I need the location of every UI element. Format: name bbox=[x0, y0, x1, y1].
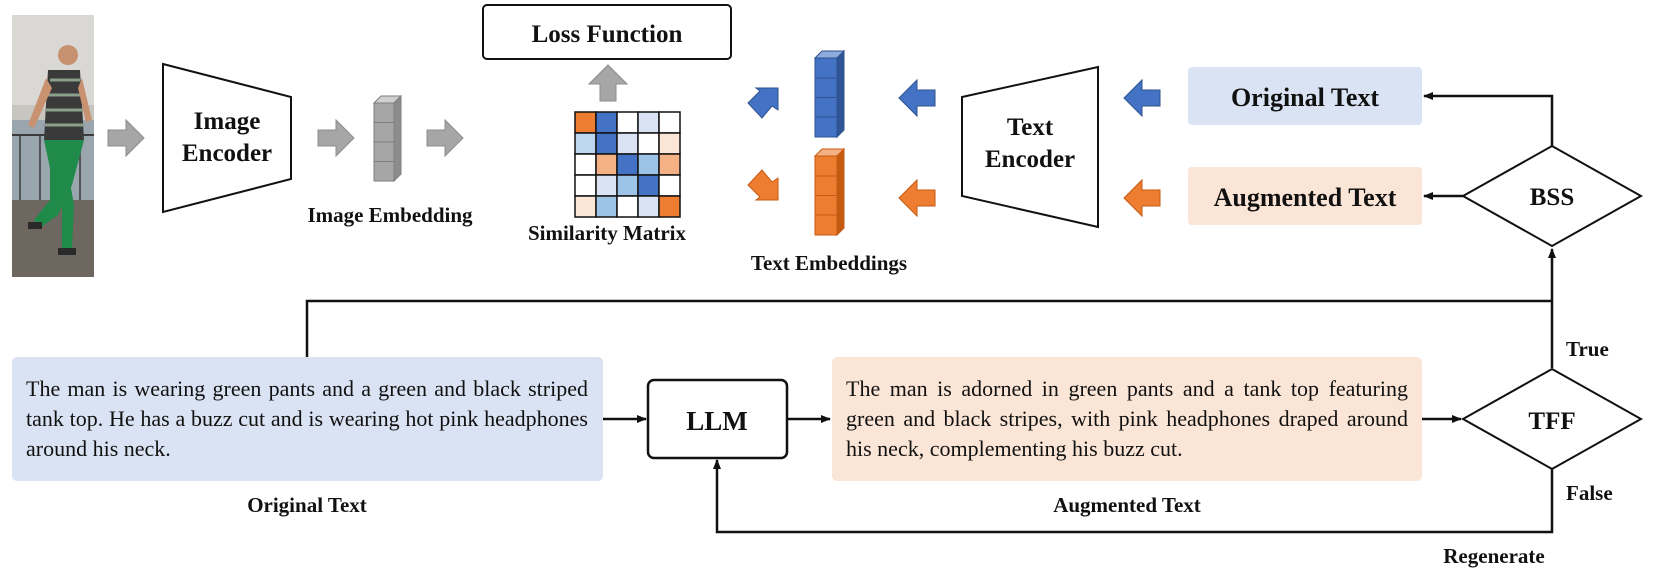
gray-arrow-icon bbox=[107, 118, 145, 158]
false-label: False bbox=[1566, 481, 1613, 505]
original-text-paragraph: The man is wearing green pants and a gre… bbox=[26, 376, 588, 461]
loss-function-box bbox=[482, 4, 732, 60]
image-embedding-label: Image Embedding bbox=[307, 203, 473, 227]
text-encoder-label: Encoder bbox=[985, 146, 1075, 173]
similarity-cell bbox=[595, 111, 618, 134]
similarity-cell bbox=[658, 111, 681, 134]
bss-to-original-arrow bbox=[1423, 92, 1554, 146]
similarity-cell bbox=[616, 153, 639, 176]
similarity-cell bbox=[658, 153, 681, 176]
similarity-cell bbox=[595, 195, 618, 218]
text-encoder-label: Text bbox=[1007, 114, 1054, 141]
gray-arrow-icon bbox=[317, 118, 355, 158]
person-photo bbox=[12, 15, 94, 277]
blue-arrow-icon bbox=[898, 78, 936, 118]
augmented-text-box-label: Augmented Text bbox=[1214, 183, 1397, 212]
similarity-cell bbox=[574, 153, 597, 176]
true-label: True bbox=[1566, 337, 1609, 361]
similarity-cell bbox=[574, 195, 597, 218]
original-text-caption: Original Text bbox=[247, 493, 367, 517]
original-text-box bbox=[1188, 67, 1422, 125]
similarity-cell bbox=[616, 132, 639, 155]
similarity-cell bbox=[637, 132, 660, 155]
similarity-cell bbox=[574, 132, 597, 155]
orange-arrow-icon bbox=[747, 169, 779, 201]
blue-arrow-icon bbox=[1123, 78, 1161, 118]
similarity-cell bbox=[595, 132, 618, 155]
bss-label: BSS bbox=[1530, 184, 1574, 211]
orange-arrow-icon bbox=[898, 178, 936, 218]
similarity-matrix-label: Similarity Matrix bbox=[528, 221, 687, 245]
similarity-cell bbox=[637, 195, 660, 218]
similarity-cell bbox=[637, 111, 660, 134]
regenerate-label: Regenerate bbox=[1443, 544, 1544, 568]
similarity-cell bbox=[658, 195, 681, 218]
regenerate-loop-arrow bbox=[713, 459, 1554, 534]
augmented-text-caption: Augmented Text bbox=[1053, 493, 1201, 517]
similarity-cell bbox=[616, 195, 639, 218]
original-text-box-label: Original Text bbox=[1231, 83, 1379, 112]
up-arrow-icon bbox=[587, 64, 629, 102]
similarity-cell bbox=[574, 111, 597, 134]
similarity-cell bbox=[616, 174, 639, 197]
bss-diamond bbox=[1460, 144, 1644, 248]
similarity-matrix bbox=[574, 111, 681, 218]
augmented-text-paragraph: The man is adorned in green pants and a … bbox=[846, 376, 1408, 461]
similarity-cell bbox=[595, 153, 618, 176]
text-embeddings-label: Text Embeddings bbox=[751, 251, 907, 275]
image-encoder-label: Encoder bbox=[182, 140, 272, 167]
blue-arrow-icon bbox=[747, 87, 779, 119]
similarity-cell bbox=[658, 174, 681, 197]
loss-function-label: Loss Function bbox=[532, 21, 683, 48]
augmented-text-panel bbox=[832, 357, 1422, 481]
original-text-panel bbox=[12, 357, 603, 481]
similarity-cell bbox=[637, 153, 660, 176]
augmented-text-embedding-column bbox=[813, 147, 846, 237]
gray-arrow-icon bbox=[426, 118, 464, 158]
original-text-embedding-column bbox=[813, 49, 846, 139]
image-embedding-column bbox=[372, 94, 403, 183]
image-encoder-label: Image bbox=[194, 108, 261, 135]
similarity-cell bbox=[574, 174, 597, 197]
orange-arrow-icon bbox=[1123, 178, 1161, 218]
original-to-bss-connector bbox=[305, 299, 1552, 357]
image-encoder-shape bbox=[162, 62, 292, 214]
augmented-text-box bbox=[1188, 167, 1422, 225]
llm-label: LLM bbox=[686, 406, 748, 436]
tff-label: TFF bbox=[1528, 408, 1575, 435]
text-encoder-shape bbox=[961, 65, 1099, 229]
similarity-cell bbox=[658, 132, 681, 155]
similarity-cell bbox=[616, 111, 639, 134]
similarity-cell bbox=[637, 174, 660, 197]
similarity-cell bbox=[595, 174, 618, 197]
